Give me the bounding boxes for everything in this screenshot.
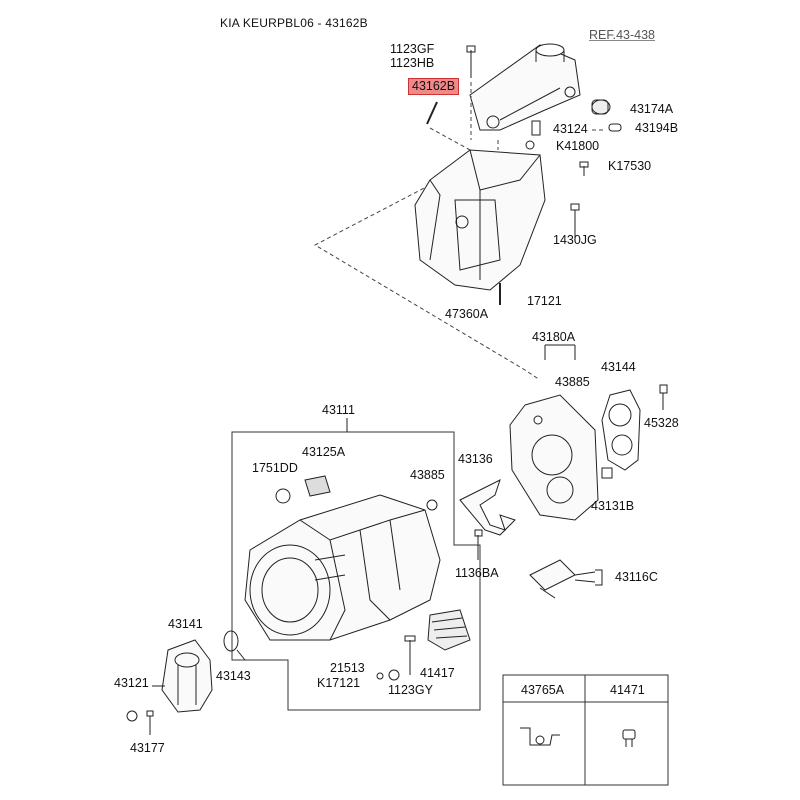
label-43180A[interactable]: 43180A: [532, 330, 576, 344]
label-1123GF[interactable]: 1123GF: [390, 42, 435, 56]
label-43131B[interactable]: 43131B: [591, 499, 635, 513]
label-1430JG[interactable]: 1430JG: [553, 233, 597, 247]
pad-43125A-drawing: [304, 475, 331, 497]
label-17121[interactable]: 17121: [527, 294, 562, 308]
label-43125A[interactable]: 43125A: [302, 445, 346, 459]
label-41417[interactable]: 41417: [420, 666, 455, 680]
label-43885-lower[interactable]: 43885: [410, 468, 445, 482]
label-43136[interactable]: 43136: [458, 452, 493, 466]
label-43174A[interactable]: 43174A: [630, 102, 674, 116]
label-43194B[interactable]: 43194B: [635, 121, 679, 135]
transmission-case-drawing: [244, 494, 441, 641]
bushing-43174A-drawing: [591, 99, 611, 115]
label-43111[interactable]: 43111: [322, 403, 355, 417]
label-43143[interactable]: 43143: [216, 669, 251, 683]
sensor-43116C-drawing: [529, 559, 603, 599]
label-43144[interactable]: 43144: [601, 360, 636, 374]
label-1751DD[interactable]: 1751DD: [252, 461, 298, 475]
rear-case-drawing: [509, 394, 599, 521]
label-43885-upper[interactable]: 43885: [555, 375, 590, 389]
extension-housing-drawing: [414, 149, 546, 291]
label-K17530[interactable]: K17530: [608, 159, 652, 173]
label-1123HB[interactable]: 1123HB: [390, 56, 435, 70]
label-43116C[interactable]: 43116C: [615, 570, 658, 584]
label-1136BA[interactable]: 1136BA: [455, 566, 499, 580]
boot-41417-drawing: [427, 609, 471, 651]
label-47360A[interactable]: 47360A: [445, 307, 489, 321]
label-43124[interactable]: 43124: [553, 122, 588, 136]
legend-col1-label[interactable]: 43765A: [521, 683, 565, 697]
label-45328[interactable]: 45328: [644, 416, 679, 430]
shift-cover-drawing: [469, 43, 581, 131]
seal-43143-drawing: [223, 630, 239, 652]
label-43177[interactable]: 43177: [130, 741, 165, 755]
diagram-title: KIA KEURPBL06 - 43162B: [220, 16, 368, 30]
label-1123GY[interactable]: 1123GY: [388, 683, 433, 697]
fork-43136-drawing: [459, 479, 516, 536]
label-21513[interactable]: 21513: [330, 661, 365, 675]
label-43141[interactable]: 43141: [168, 617, 203, 631]
gasket-43144-drawing: [601, 389, 641, 471]
label-43121[interactable]: 43121: [114, 676, 149, 690]
bracket-43765A-drawing: [520, 727, 560, 746]
label-K41800[interactable]: K41800: [556, 139, 600, 153]
legend-col2-label[interactable]: 41471: [610, 683, 645, 697]
front-cover-drawing: [161, 639, 213, 713]
label-K17121[interactable]: K17121: [317, 676, 361, 690]
legend-box: [502, 674, 669, 786]
reference-label[interactable]: REF.43-438: [589, 28, 656, 42]
switch-41471-drawing: [622, 729, 636, 747]
highlighted-part-label[interactable]: 43162B: [408, 78, 460, 95]
